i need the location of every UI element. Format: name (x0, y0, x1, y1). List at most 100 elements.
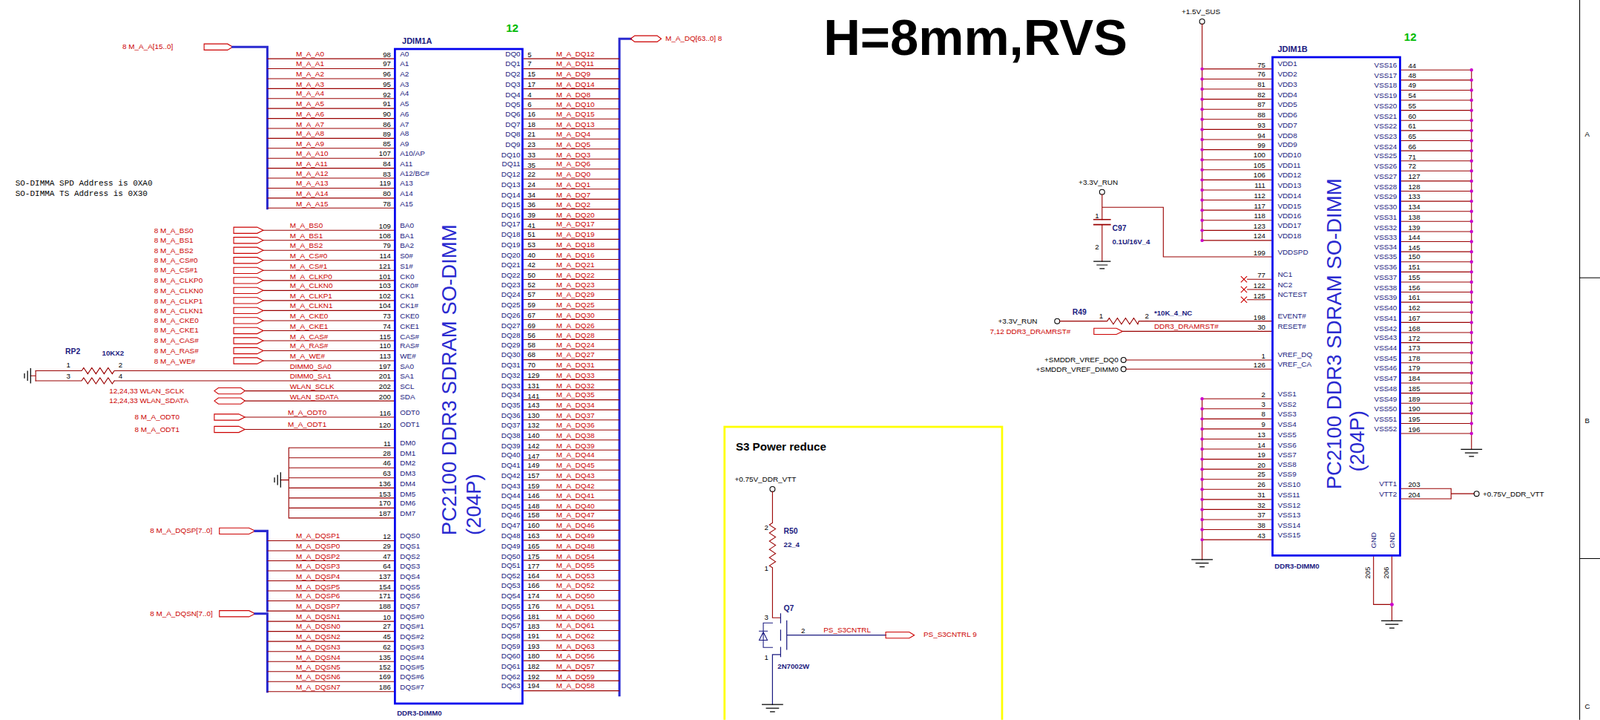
net-name: M_A_DQ36 (556, 421, 595, 429)
net-name: M_A_DQ7 (556, 190, 591, 199)
net-name: M_A_DQ32 (556, 381, 595, 389)
pin-number: 145 (1407, 243, 1420, 251)
net-wire (523, 409, 620, 411)
pin-name: VDD11 (1277, 161, 1301, 170)
pin-number: 86 (382, 120, 391, 128)
pin-number: 173 (1407, 344, 1420, 352)
pin-name: VSS26 (1374, 162, 1398, 170)
pin-number: 59 (527, 301, 536, 309)
junction-dot (1200, 127, 1204, 131)
net-wire (523, 168, 620, 170)
offpage-connector (233, 267, 264, 273)
pin-number: 165 (527, 541, 540, 549)
net-name: M_A_DQ10 (556, 100, 595, 109)
power-rail-label: +0.75V_DDR_VTT (1482, 489, 1545, 497)
pin-name: VDD5 (1277, 100, 1297, 109)
pin-name: DQS#4 (399, 652, 424, 661)
pin-name: DQS5 (399, 582, 420, 590)
net-wire (1202, 98, 1273, 100)
net-name: M_A_DQ1 (556, 180, 591, 189)
net-wire (523, 489, 620, 491)
net-wire (114, 370, 394, 371)
net-name: M_A_DQSP2 (295, 551, 340, 560)
net-wire (523, 529, 620, 531)
net-name: M_A_DQ9 (556, 70, 591, 78)
net-wire (1202, 398, 1273, 400)
pin-number: 189 (1407, 394, 1420, 403)
net-wire (1401, 331, 1472, 333)
net-name: M_A_CLKP1 (290, 292, 333, 300)
net-name: M_A_BS0 (290, 221, 324, 230)
pin-number: 191 (527, 631, 540, 640)
pin-number: 170 (379, 499, 391, 507)
net-wire (1401, 291, 1472, 293)
pin-name: DM5 (399, 489, 416, 497)
pin-number: 70 (527, 361, 536, 369)
net-wire (1202, 438, 1273, 440)
offpage-connector-label: 8 M_A_CLKP1 (154, 296, 203, 305)
pin-number: 172 (1407, 334, 1420, 342)
net-name: M_A_DQ18 (556, 241, 595, 249)
sheet-number: 12 (505, 22, 519, 34)
pin-number: 46 (382, 459, 391, 467)
pin-number: 68 (527, 351, 536, 360)
net-wire (1202, 149, 1273, 150)
net-wire (523, 328, 620, 330)
pin-number: 63 (382, 469, 391, 477)
pin-name: DQ45 (501, 501, 521, 509)
net-wire (1202, 209, 1273, 211)
pin-name: ODT1 (399, 420, 420, 429)
pin-name: RAS# (399, 341, 420, 350)
junction-dot (1200, 157, 1204, 161)
net-wire (523, 158, 620, 160)
pin-name: DQ12 (501, 170, 521, 179)
net-name: M_A_A7 (295, 120, 325, 128)
pin-number: 119 (379, 179, 391, 187)
junction-dot (1200, 198, 1204, 202)
net-name: M_A_DQ26 (556, 321, 595, 329)
net-name: M_A_DQSN5 (295, 663, 341, 671)
net-wire (263, 310, 394, 311)
pin-name: S1# (399, 261, 414, 270)
pin-name: VDD6 (1277, 111, 1297, 119)
net-wire (1401, 261, 1472, 262)
pin-number: 106 (1253, 171, 1266, 179)
pin-number: 105 (1253, 161, 1266, 170)
net-wire (263, 249, 394, 251)
net-name: M_A_DQ39 (556, 441, 595, 449)
net-wire (523, 118, 620, 120)
net-wire (267, 207, 394, 209)
pin-name: VSS46 (1374, 364, 1398, 372)
net-name: WLAN_SDATA (290, 392, 339, 400)
pin-name: VDD7 (1277, 120, 1297, 129)
net-wire (523, 298, 620, 300)
pin-name: DQ23 (501, 281, 521, 289)
junction-dot (1470, 330, 1474, 334)
net-name: M_A_DQ3 (556, 150, 591, 158)
net-wire (1401, 201, 1472, 202)
pin-number: 100 (1253, 151, 1266, 159)
net-wire (523, 629, 620, 631)
net-wire (267, 540, 394, 541)
pin-number: 49 (1407, 81, 1417, 90)
net-wire (1202, 219, 1273, 221)
pin-name: A1 (399, 60, 409, 68)
net-wire (1401, 140, 1472, 141)
net-wire (1401, 311, 1472, 313)
net-wire (1246, 278, 1272, 280)
pin-name: DQ41 (501, 461, 521, 469)
pin-number: 108 (379, 232, 391, 240)
pin-number: 69 (527, 321, 536, 329)
pin-name: DQ29 (501, 341, 521, 349)
junction-dot (1200, 117, 1204, 121)
net-wire (267, 58, 394, 60)
pin-number: 181 (527, 611, 540, 620)
junction-dot (1200, 456, 1204, 460)
net-wire (288, 507, 394, 509)
pin-number: 174 (527, 591, 540, 600)
net-name: M_A_ODT0 (287, 408, 327, 417)
pin-name: RESET# (1277, 322, 1306, 331)
offpage-connector-label: 8 M_A_ODT1 (135, 425, 180, 434)
pin-name: DM2 (399, 459, 416, 467)
junction-dot (1200, 487, 1204, 491)
